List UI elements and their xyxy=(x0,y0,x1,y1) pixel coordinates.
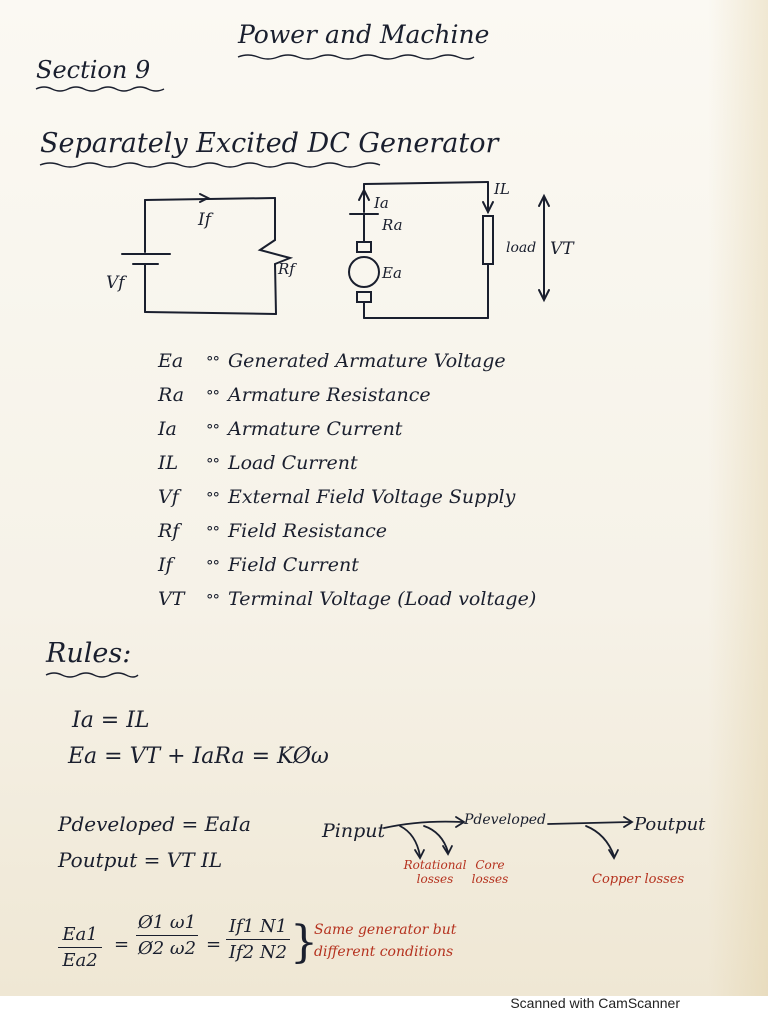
power-input-label: Pinput xyxy=(322,820,386,842)
definition-text: Armature Current xyxy=(228,418,403,440)
colon-mark: °° xyxy=(206,353,220,371)
equation-output-power: Poutput = VT IL xyxy=(58,848,223,872)
definition-symbol: Vf xyxy=(158,486,179,508)
definition-symbol: Ia xyxy=(158,418,177,440)
list-item: Rf °° Field Resistance xyxy=(158,520,578,552)
list-item: IL °° Load Current xyxy=(158,452,578,484)
list-item: Ea °° Generated Armature Voltage xyxy=(158,350,578,382)
equals-sign: = xyxy=(114,934,130,955)
definition-symbol: VT xyxy=(158,588,185,610)
ratio-note-line-2: different conditions xyxy=(314,944,454,960)
field-current-label: If xyxy=(197,210,214,230)
colon-mark: °° xyxy=(206,489,220,507)
ratio-flux-numerator: Ø1 ω1 xyxy=(137,912,197,933)
definition-text: Generated Armature Voltage xyxy=(228,350,506,372)
terminal-voltage-label: VT xyxy=(550,239,575,259)
page-title: Power and Machine xyxy=(238,20,490,49)
list-item: Ra °° Armature Resistance xyxy=(158,384,578,416)
ratio-ea: Ea1 Ea2 xyxy=(58,924,102,971)
rotational-losses-label: Rotational losses xyxy=(403,858,467,886)
ratio-flux-speed: Ø1 ω1 Ø2 ω2 xyxy=(136,912,198,959)
fraction-bar xyxy=(136,935,198,936)
section-label: Section 9 xyxy=(36,56,151,84)
equals-sign: = xyxy=(206,934,222,955)
curly-brace: } xyxy=(290,917,318,968)
definition-text: Armature Resistance xyxy=(228,384,431,406)
colon-mark: °° xyxy=(206,421,220,439)
ratio-field-current: If1 N1 If2 N2 xyxy=(226,916,290,963)
field-source-label: Vf xyxy=(106,273,127,293)
load-label: load xyxy=(506,240,536,256)
armature-voltage-label: Ea xyxy=(381,264,402,282)
heading-underline xyxy=(39,162,381,168)
list-item: VT °° Terminal Voltage (Load voltage) xyxy=(158,588,578,620)
rules-heading: Rules: xyxy=(46,638,132,669)
equation-current: Ia = IL xyxy=(72,708,150,733)
ratio-field-denominator: If2 N2 xyxy=(228,942,288,963)
power-flow-arrows xyxy=(383,816,634,860)
definition-symbol: Ra xyxy=(158,384,185,406)
ratio-ea-numerator: Ea1 xyxy=(62,924,98,945)
fraction-bar xyxy=(226,939,290,940)
fraction-bar xyxy=(58,947,102,948)
title-underline xyxy=(237,54,475,60)
scanner-watermark: Scanned with CamScanner xyxy=(510,995,680,1011)
equation-developed-power: Pdeveloped = EaIa xyxy=(58,812,251,836)
ratio-ea-denominator: Ea2 xyxy=(62,950,98,971)
colon-mark: °° xyxy=(206,523,220,541)
armature-resistance-label: Ra xyxy=(381,216,403,234)
core-losses-label: Core losses xyxy=(471,858,509,886)
power-developed-label: Pdeveloped xyxy=(464,812,546,828)
colon-mark: °° xyxy=(206,455,220,473)
copper-losses-label: Copper losses xyxy=(592,872,685,887)
ratio-field-numerator: If1 N1 xyxy=(228,916,288,937)
colon-mark: °° xyxy=(206,557,220,575)
definition-text: Load Current xyxy=(228,452,358,474)
field-resistance-label: Rf xyxy=(277,260,297,278)
scanned-page: Power and Machine Section 9 Separately E… xyxy=(0,0,768,996)
section-underline xyxy=(35,86,165,92)
definition-symbol: Rf xyxy=(158,520,180,542)
armature-circuit-diagram: Ia Ra Ea IL load VT xyxy=(348,180,575,319)
definition-text: Terminal Voltage (Load voltage) xyxy=(228,588,537,610)
list-item: If °° Field Current xyxy=(158,554,578,586)
definition-symbol: If xyxy=(158,554,173,576)
list-item: Ia °° Armature Current xyxy=(158,418,578,450)
topic-heading: Separately Excited DC Generator xyxy=(40,128,499,159)
definition-text: External Field Voltage Supply xyxy=(228,486,516,508)
definition-symbol: IL xyxy=(158,452,179,474)
field-circuit-diagram: If Rf Vf xyxy=(106,193,297,315)
ratio-flux-denominator: Ø2 ω2 xyxy=(137,938,197,959)
colon-mark: °° xyxy=(206,387,220,405)
colon-mark: °° xyxy=(206,591,220,609)
load-current-label: IL xyxy=(493,180,510,198)
rules-underline xyxy=(45,672,139,678)
power-output-label: Poutput xyxy=(634,814,706,835)
equation-voltage: Ea = VT + IaRa = KØω xyxy=(68,744,329,769)
list-item: Vf °° External Field Voltage Supply xyxy=(158,486,578,518)
armature-current-label: Ia xyxy=(373,194,389,212)
definition-text: Field Resistance xyxy=(228,520,387,542)
ratio-note-line-1: Same generator but xyxy=(314,922,457,938)
definition-symbol: Ea xyxy=(158,350,184,372)
definition-text: Field Current xyxy=(228,554,359,576)
